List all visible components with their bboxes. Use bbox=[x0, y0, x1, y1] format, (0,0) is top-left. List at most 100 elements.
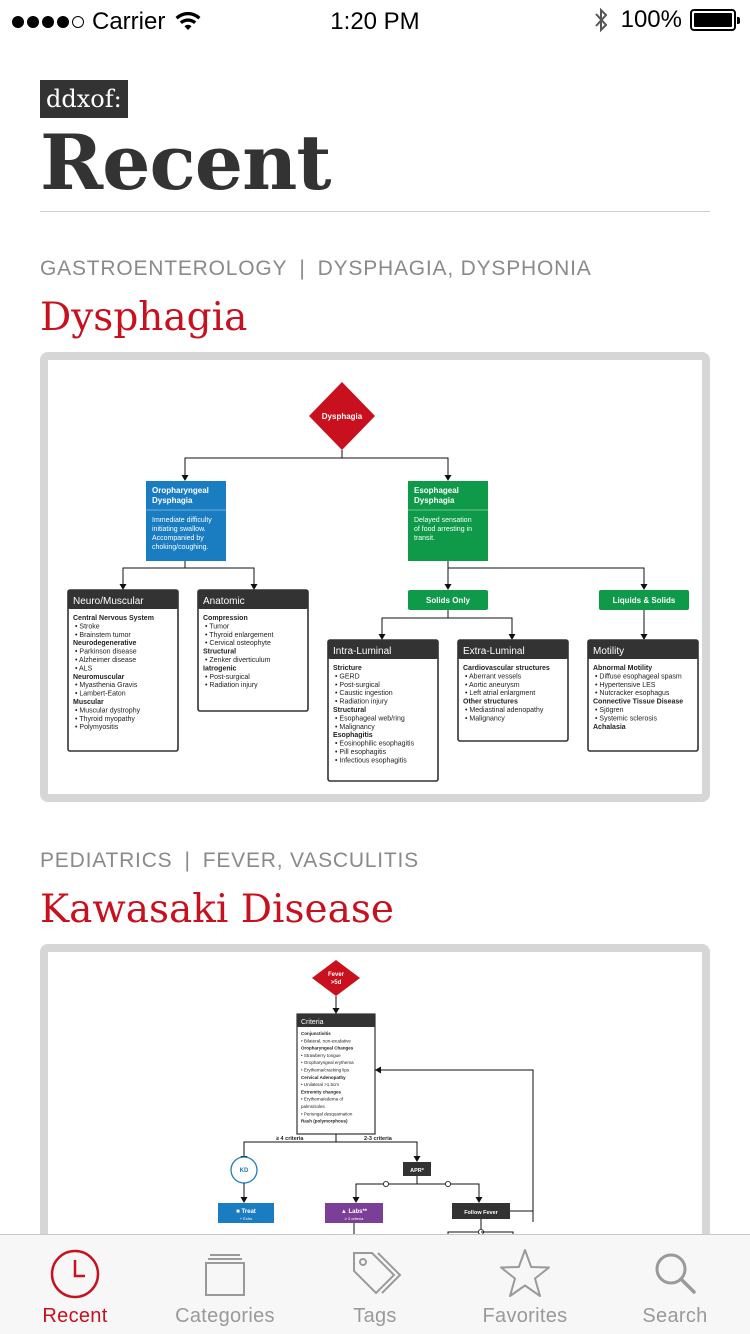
oropharyngeal-title: Oropharyngeal bbox=[152, 486, 209, 495]
status-bar: Carrier 1:20 PM 100% bbox=[0, 0, 750, 44]
neuro-muscular-line: Neuromuscular bbox=[73, 674, 125, 681]
extra-luminal-title: Extra-Luminal bbox=[463, 646, 525, 657]
arrow-head bbox=[352, 1197, 360, 1203]
motility-line: • Sjögren bbox=[595, 707, 624, 714]
oropharyngeal-desc: choking/coughing. bbox=[152, 544, 208, 551]
connector-line bbox=[122, 561, 186, 584]
motility-line: • Nutcracker esophagus bbox=[595, 690, 670, 697]
arrow-head bbox=[332, 1008, 340, 1014]
connector-line bbox=[243, 1134, 337, 1157]
neuro-muscular-line: • Brainstem tumor bbox=[75, 632, 131, 639]
recent-entry-dysphagia[interactable]: GASTROENTEROLOGY|DYSPHAGIA, DYSPHONIA Dy… bbox=[40, 254, 710, 802]
intra-luminal-line: • Eosinophilic esophagitis bbox=[335, 741, 415, 748]
signal-strength-icon bbox=[12, 16, 84, 28]
neuro-muscular-line: Muscular bbox=[73, 699, 104, 706]
liquids-solids-label: Liquids & Solids bbox=[613, 596, 676, 605]
intra-luminal-header bbox=[328, 640, 438, 659]
battery-level bbox=[694, 13, 732, 27]
criteria-line: Cervical Adenopathy bbox=[301, 1075, 346, 1080]
oropharyngeal-desc: initiating swallow. bbox=[152, 526, 206, 533]
neuro-muscular-line: • Parkinson disease bbox=[75, 649, 137, 656]
motility-line: • Diffuse esophageal spasm bbox=[595, 673, 682, 680]
tab-favorites[interactable]: Favorites bbox=[450, 1235, 600, 1334]
arrow-head bbox=[119, 584, 127, 590]
intra-luminal-line: • Post-surgical bbox=[335, 682, 380, 689]
tab-tags[interactable]: Tags bbox=[300, 1235, 450, 1334]
connector-line bbox=[336, 1141, 418, 1157]
intra-luminal-line: • Radiation injury bbox=[335, 699, 388, 706]
neuro-muscular-line: • Lambert-Eaton bbox=[75, 691, 126, 698]
tab-recent[interactable]: Recent bbox=[0, 1235, 150, 1334]
oropharyngeal-desc: Immediate difficulty bbox=[152, 517, 212, 524]
tab-categories[interactable]: Categories bbox=[150, 1235, 300, 1334]
connector-line bbox=[355, 1176, 418, 1199]
entry-tags[interactable]: DYSPHAGIA, DYSPHONIA bbox=[317, 257, 592, 280]
extra-luminal-line: • Malignancy bbox=[465, 715, 505, 722]
extra-luminal-line: • Mediastinal adenopathy bbox=[465, 707, 544, 714]
arrow-head bbox=[444, 475, 452, 481]
criteria-box bbox=[296, 1013, 376, 1135]
neuro-muscular-line: Central Nervous System bbox=[73, 615, 154, 622]
oropharyngeal-desc: Accompanied by bbox=[152, 535, 204, 542]
carrier-label: Carrier bbox=[92, 8, 166, 35]
search-icon bbox=[655, 1253, 696, 1294]
esophageal-title: Dysphagia bbox=[414, 496, 455, 505]
anatomic-line: • Thyroid enlargement bbox=[205, 632, 274, 639]
connector-line bbox=[185, 567, 255, 584]
clock-icon bbox=[50, 1249, 100, 1299]
recent-entry-kawasaki[interactable]: PEDIATRICS | FEVER, VASCULITIS Kawasaki Di… bbox=[40, 846, 710, 1264]
anatomic-line: • Cervical osteophyte bbox=[205, 640, 271, 647]
tab-label: Favorites bbox=[482, 1305, 568, 1327]
arrow-head bbox=[378, 634, 386, 640]
entry-title[interactable]: Kawasaki Disease bbox=[40, 887, 394, 932]
root-label: Dysphagia bbox=[322, 412, 363, 421]
solids-only-tag bbox=[408, 590, 488, 610]
anatomic-line: Compression bbox=[203, 615, 248, 622]
entry-tags[interactable]: FEVER, VASCULITIS bbox=[202, 849, 419, 872]
follow-fever-box bbox=[452, 1203, 510, 1219]
battery-icon bbox=[690, 9, 740, 31]
arrow-head bbox=[444, 584, 452, 590]
labs-box bbox=[325, 1203, 383, 1223]
intra-luminal-line: Stricture bbox=[333, 665, 362, 672]
esophageal-desc: Delayed sensation bbox=[414, 517, 472, 524]
anatomic-header bbox=[198, 590, 308, 609]
criteria-line: • Strawberry tongue bbox=[301, 1053, 341, 1058]
arrow-head bbox=[375, 1066, 381, 1074]
neuro-muscular-line: • Myasthenia Gravis bbox=[75, 682, 138, 689]
follow-fever-label: Follow Fever bbox=[464, 1210, 498, 1216]
tab-label: Categories bbox=[175, 1305, 275, 1327]
intra-luminal-line: • Esophageal web/ring bbox=[335, 715, 405, 722]
tab-label: Tags bbox=[353, 1305, 397, 1327]
meta-separator: | bbox=[184, 849, 191, 872]
junction-dot bbox=[444, 1180, 451, 1187]
connector-line bbox=[417, 1183, 480, 1199]
arrow-head bbox=[250, 584, 258, 590]
entry-meta: GASTROENTEROLOGY|DYSPHAGIA, DYSPHONIA bbox=[40, 254, 710, 284]
fever-diamond bbox=[312, 960, 360, 996]
connector-line bbox=[375, 1069, 534, 1222]
tab-search[interactable]: Search bbox=[600, 1235, 750, 1334]
treat-label: ■ Treat bbox=[236, 1209, 256, 1215]
entry-title[interactable]: Dysphagia bbox=[40, 295, 248, 340]
intra-luminal-line: • Infectious esophagitis bbox=[335, 757, 407, 764]
criteria-header bbox=[297, 1014, 375, 1027]
anatomic-line: • Tumor bbox=[205, 623, 230, 630]
fever-label: Fever bbox=[328, 972, 345, 978]
status-left: Carrier bbox=[12, 8, 201, 36]
neuro-muscular-line: Neurodegenerative bbox=[73, 640, 137, 647]
criteria-line: Conjunctivitis bbox=[301, 1031, 331, 1036]
esophageal-desc: transit. bbox=[414, 535, 435, 542]
neuro-muscular-line: • Alzheimer disease bbox=[75, 657, 136, 664]
intra-luminal-title: Intra-Luminal bbox=[333, 646, 391, 657]
entry-category[interactable]: GASTROENTEROLOGY bbox=[40, 257, 288, 280]
entry-category[interactable]: PEDIATRICS bbox=[40, 849, 173, 872]
motility-title: Motility bbox=[593, 646, 624, 657]
arrow-head bbox=[640, 584, 648, 590]
stack-icon bbox=[205, 1254, 245, 1296]
extra-luminal-line: Cardiovascular structures bbox=[463, 665, 550, 672]
extra-luminal-line: • Left atrial enlargment bbox=[465, 690, 535, 697]
tab-label: Recent bbox=[42, 1305, 108, 1327]
